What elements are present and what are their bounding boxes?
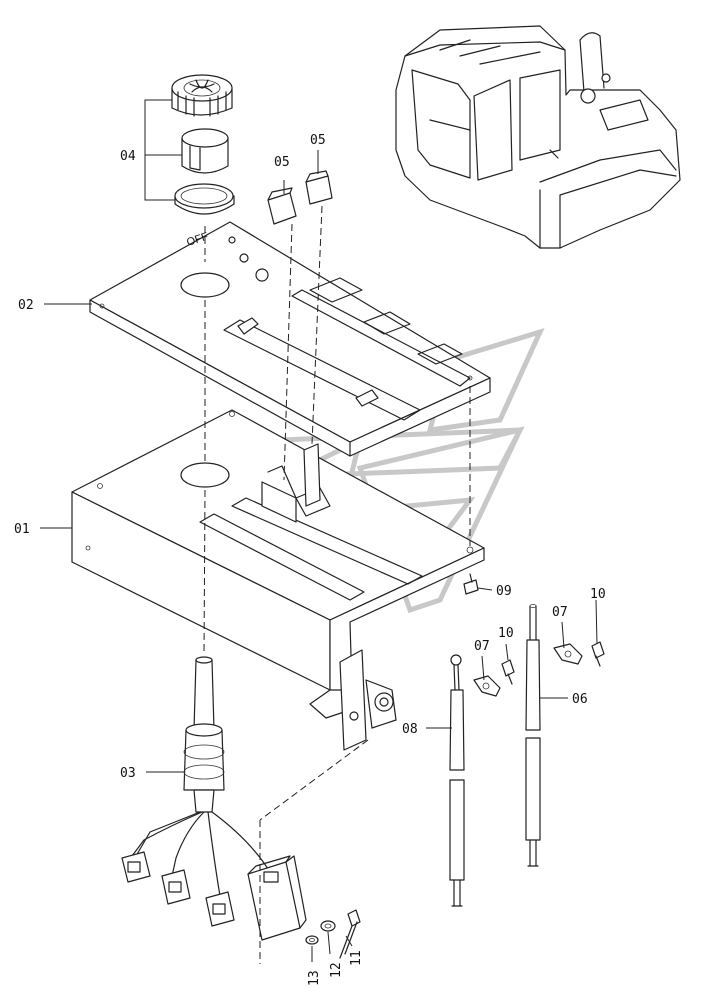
callout-12: 12	[329, 962, 344, 978]
callout-13: 13	[307, 970, 322, 986]
callout-07-left: 07	[474, 639, 490, 654]
lever-caps	[267, 150, 333, 225]
callout-10-left: 10	[498, 626, 514, 641]
lever-rod-06	[525, 604, 541, 867]
callout-02: 02	[18, 298, 34, 313]
callout-05-right: 05	[310, 133, 326, 148]
callout-07-right: 07	[552, 605, 568, 620]
callout-10-right: 10	[590, 587, 606, 602]
callout-08: 08	[402, 722, 418, 737]
callout-04: 04	[120, 149, 136, 164]
callout-09: 09	[496, 584, 512, 599]
screw-and-washers	[305, 909, 361, 959]
callout-labels: 02 01 03 04 05 05 06 07 07 08 09 10 10 1…	[14, 133, 606, 986]
callout-03: 03	[120, 766, 136, 781]
upper-cover-panel: OFF	[89, 221, 491, 457]
lever-rod-08	[449, 654, 465, 907]
callout-06: 06	[572, 692, 588, 707]
excavator-overview-sketch	[395, 25, 681, 249]
callout-05-left: 05	[274, 155, 290, 170]
callout-11: 11	[349, 950, 364, 966]
knob-assembly	[144, 74, 235, 215]
bolt-09	[463, 573, 479, 595]
clips-and-bolts	[473, 641, 605, 697]
leader-lines	[40, 303, 598, 962]
console-base-frame	[71, 409, 485, 751]
callout-01: 01	[14, 522, 30, 537]
alignment-lines	[203, 205, 471, 964]
switch-and-harness	[121, 656, 307, 941]
